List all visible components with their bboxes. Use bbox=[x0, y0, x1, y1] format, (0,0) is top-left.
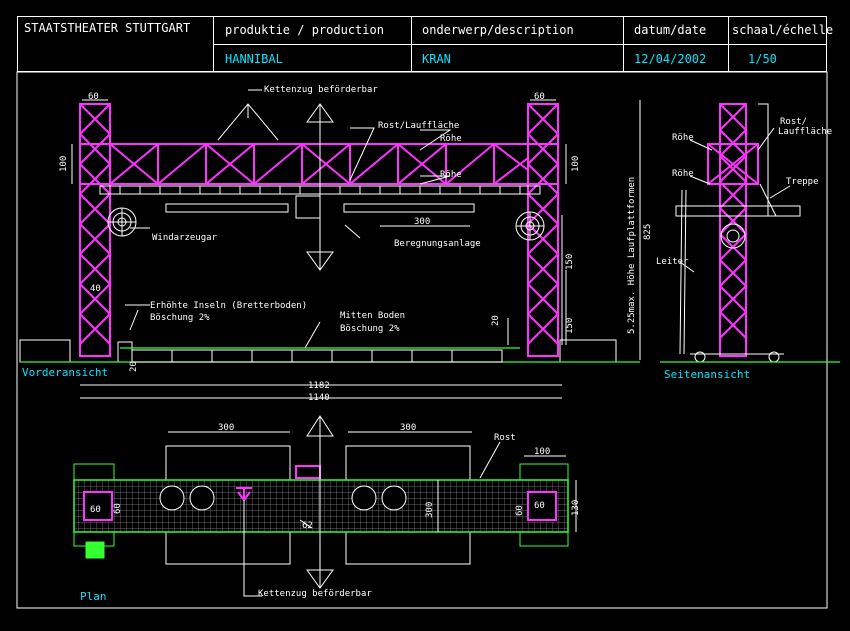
dim-62-plan: 62 bbox=[302, 521, 313, 531]
label-inseln: Erhöhte Inseln (Bretterboden) bbox=[150, 301, 307, 311]
label-beregnung: Beregnungsanlage bbox=[394, 239, 481, 249]
label-roehre-side-2: Röhe bbox=[672, 169, 694, 179]
label-boeschung-2: Böschung 2% bbox=[340, 324, 400, 334]
label-vorderansicht: Vorderansicht bbox=[22, 366, 108, 379]
side-view bbox=[707, 103, 759, 357]
dim-100-left: 100 bbox=[59, 156, 69, 172]
label-kettenzug-plan: Kettenzug beförderbar bbox=[258, 589, 372, 599]
dim-20-b: 20 bbox=[129, 361, 139, 372]
dim-60-plan-c: 60 bbox=[534, 501, 545, 511]
description-value: KRAN bbox=[422, 52, 451, 66]
label-boeschung-1: Böschung 2% bbox=[150, 313, 210, 323]
dim-825: 825 bbox=[643, 224, 653, 240]
description-header: onderwerp/description bbox=[422, 23, 574, 37]
label-roehre-front-1: Röhe bbox=[440, 134, 462, 144]
dim-100-right: 100 bbox=[571, 156, 581, 172]
scale-value: 1/50 bbox=[748, 52, 777, 66]
dim-300-plan-left: 300 bbox=[218, 423, 234, 433]
label-roehre-side-1: Röhe bbox=[672, 133, 694, 143]
label-plan: Plan bbox=[80, 590, 107, 603]
date-value: 12/04/2002 bbox=[634, 52, 707, 66]
dim-150-b: 150 bbox=[565, 318, 575, 334]
label-lauf-side: Lauffläche bbox=[778, 127, 832, 137]
label-mitten: Mitten Boden bbox=[340, 311, 405, 321]
dim-left-tower: 60 bbox=[88, 92, 99, 102]
dim-60-plan-a: 60 bbox=[90, 505, 101, 515]
dim-300-front: 300 bbox=[414, 217, 430, 227]
dim-20-a: 20 bbox=[491, 315, 501, 326]
dim-150-a: 150 bbox=[565, 254, 575, 270]
dim-130-plan: 130 bbox=[571, 500, 581, 516]
wind-machine-left bbox=[107, 207, 137, 237]
dim-60-plan-d: 60 bbox=[515, 505, 525, 516]
scale-header: schaal/échelle bbox=[732, 23, 834, 37]
production-header: produktie / production bbox=[225, 23, 384, 37]
wind-machine-right bbox=[515, 211, 545, 241]
production-value: HANNIBAL bbox=[225, 52, 283, 66]
theatre-name: STAATSTHEATER STUTTGART bbox=[24, 21, 191, 35]
dim-40: 40 bbox=[90, 284, 101, 294]
label-rost-front: Rost/Lauffläche bbox=[378, 121, 459, 131]
label-treppe: Treppe bbox=[786, 177, 819, 187]
dim-300-plan-v: 300 bbox=[425, 502, 435, 518]
label-rost-plan: Rost bbox=[494, 433, 516, 443]
dim-right-tower: 60 bbox=[534, 92, 545, 102]
front-view bbox=[79, 103, 559, 357]
dim-300-plan-right: 300 bbox=[400, 423, 416, 433]
label-leiter: Leiter bbox=[656, 257, 689, 267]
plan-grid-floor bbox=[73, 479, 569, 533]
label-rost-side: Rost/ bbox=[780, 117, 807, 127]
drawing-frame bbox=[16, 71, 828, 609]
dim-60-plan-b: 60 bbox=[113, 503, 123, 514]
label-hoehe: 5.25max. Höhe Laufplattformen bbox=[627, 177, 637, 334]
dim-1140: 1140 bbox=[308, 393, 330, 403]
plan-view bbox=[73, 415, 577, 597]
date-header: datum/date bbox=[634, 23, 707, 37]
label-winde: Windarzeugar bbox=[152, 233, 218, 243]
dim-1182: 1182 bbox=[308, 381, 330, 391]
label-kettenzug-front: Kettenzug beförderbar bbox=[264, 85, 378, 95]
label-roehre-front-2: Röhe bbox=[440, 170, 462, 180]
title-block: STAATSTHEATER STUTTGART produktie / prod… bbox=[17, 16, 833, 72]
dim-100-plan: 100 bbox=[534, 447, 550, 457]
truss-beam bbox=[79, 143, 559, 185]
label-seitenansicht: Seitenansicht bbox=[664, 368, 750, 381]
